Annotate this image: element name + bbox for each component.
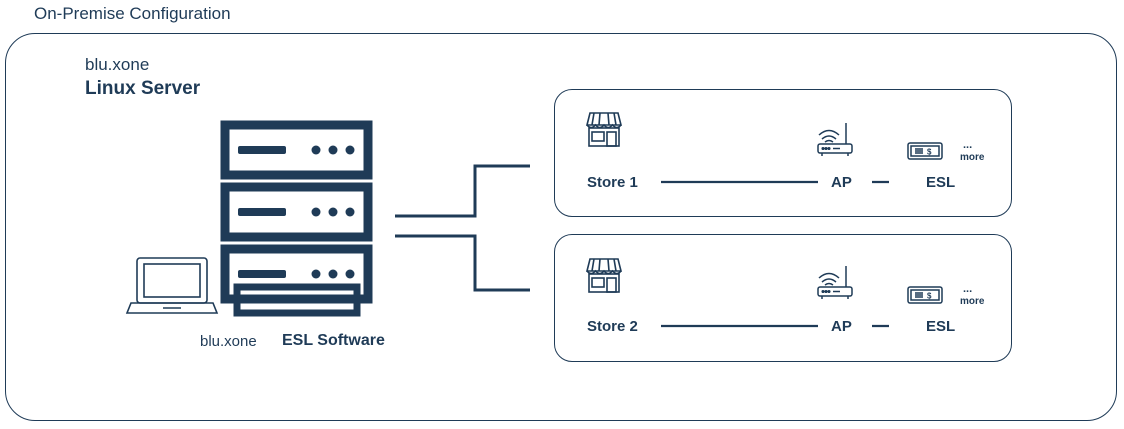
on-premise-container [5,33,1117,421]
server-unit-1 [220,120,373,180]
esl-2-icon [907,286,943,304]
more-2-dots: ... [963,283,973,295]
server-title: Linux Server [85,78,201,99]
store-2-label: Store 2 [587,318,638,335]
store-2-box [554,234,1012,362]
esl-2-label: ESL [926,318,956,335]
more-2-label: more [960,296,985,307]
ap-2-label: AP [831,318,852,335]
ap-1-icon [817,122,853,157]
store-1-icon [586,112,622,147]
server-unit-3 [220,244,373,304]
diagram-caption: On-Premise Configuration [34,4,231,23]
server-base [233,283,361,317]
software-brand: blu.xone [200,333,257,350]
connector-store-1 [395,164,530,218]
store-1-box [554,89,1012,217]
connector-store-2 [395,234,530,292]
more-1-dots: ... [963,139,973,151]
store-1-label: Store 1 [587,174,638,191]
server-unit-2 [220,182,373,242]
store-2-icon [586,258,622,293]
esl-1-icon [907,142,943,160]
more-1-label: more [960,152,985,163]
software-title: ESL Software [282,332,385,349]
ap-1-label: AP [831,174,852,191]
server-brand: blu.xone [85,55,150,74]
esl-1-label: ESL [926,174,956,191]
ap-2-icon [817,265,853,300]
